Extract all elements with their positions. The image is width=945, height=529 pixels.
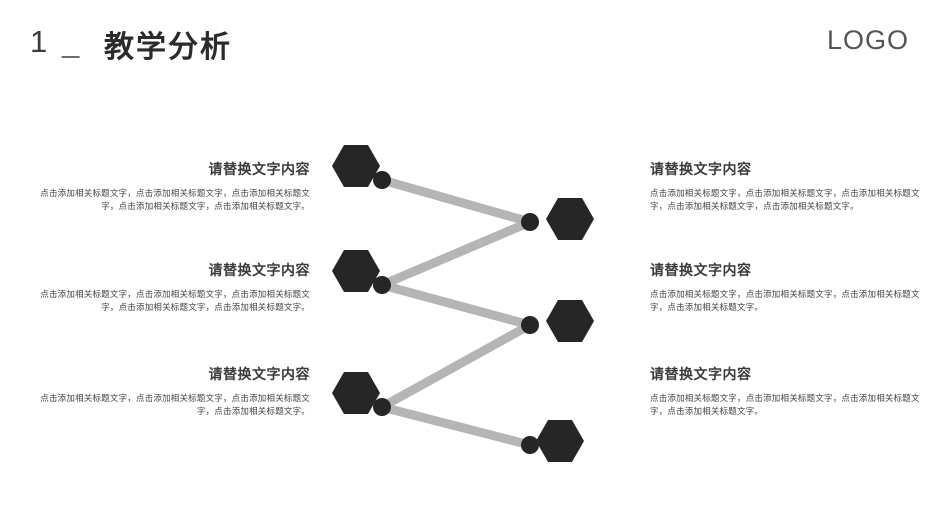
hexagon-left-2	[332, 250, 380, 292]
text-block-heading: 请替换文字内容	[650, 262, 752, 278]
hexagon-left-3	[332, 372, 380, 414]
text-block-left-1: 请替换文字内容 点击添加相关标题文字，点击添加相关标题文字，点击添加相关标题文字…	[40, 160, 310, 213]
slide-header: 1 _ 教学分析 LOGO	[0, 0, 945, 85]
text-block-body: 点击添加相关标题文字，点击添加相关标题文字，点击添加相关标题文字，点击添加相关标…	[650, 289, 920, 312]
connector-dot-right-3	[521, 436, 539, 454]
text-block-body: 点击添加相关标题文字，点击添加相关标题文字，点击添加相关标题文字，点击添加相关标…	[40, 188, 310, 211]
text-block-right-3: 请替换文字内容 点击添加相关标题文字，点击添加相关标题文字，点击添加相关标题文字…	[650, 365, 920, 418]
text-block-body: 点击添加相关标题文字，点击添加相关标题文字，点击添加相关标题文字，点击添加相关标…	[40, 289, 310, 312]
zigzag-diagram	[330, 140, 620, 480]
text-block-left-3: 请替换文字内容 点击添加相关标题文字，点击添加相关标题文字，点击添加相关标题文字…	[40, 365, 310, 418]
text-block-heading: 请替换文字内容	[650, 366, 752, 382]
page-title-number: 1	[30, 24, 49, 59]
page-title-separator: _	[62, 24, 80, 59]
text-block-body: 点击添加相关标题文字，点击添加相关标题文字，点击添加相关标题文字，点击添加相关标…	[650, 393, 920, 416]
connector-dot-left-3	[373, 398, 391, 416]
text-block-body: 点击添加相关标题文字，点击添加相关标题文字，点击添加相关标题文字，点击添加相关标…	[650, 188, 920, 211]
connector-dot-left-1	[373, 171, 391, 189]
connector-dot-right-1	[521, 213, 539, 231]
text-block-left-2: 请替换文字内容 点击添加相关标题文字，点击添加相关标题文字，点击添加相关标题文字…	[40, 261, 310, 314]
text-block-right-2: 请替换文字内容 点击添加相关标题文字，点击添加相关标题文字，点击添加相关标题文字…	[650, 261, 920, 314]
text-block-heading: 请替换文字内容	[208, 366, 310, 382]
hexagon-right-2	[546, 300, 594, 342]
connector-dot-right-2	[521, 316, 539, 334]
text-block-heading: 请替换文字内容	[650, 161, 752, 177]
connector-line	[377, 175, 535, 450]
page-title: 教学分析	[104, 31, 232, 64]
text-block-body: 点击添加相关标题文字，点击添加相关标题文字，点击添加相关标题文字，点击添加相关标…	[40, 393, 310, 416]
text-block-heading: 请替换文字内容	[208, 262, 310, 278]
text-block-heading: 请替换文字内容	[208, 161, 310, 177]
logo: LOGO	[826, 25, 909, 55]
hexagon-left-1	[332, 145, 380, 187]
connector-dot-left-2	[373, 276, 391, 294]
hexagon-right-3	[536, 420, 584, 462]
text-block-right-1: 请替换文字内容 点击添加相关标题文字，点击添加相关标题文字，点击添加相关标题文字…	[650, 160, 920, 213]
hexagon-right-1	[546, 198, 594, 240]
